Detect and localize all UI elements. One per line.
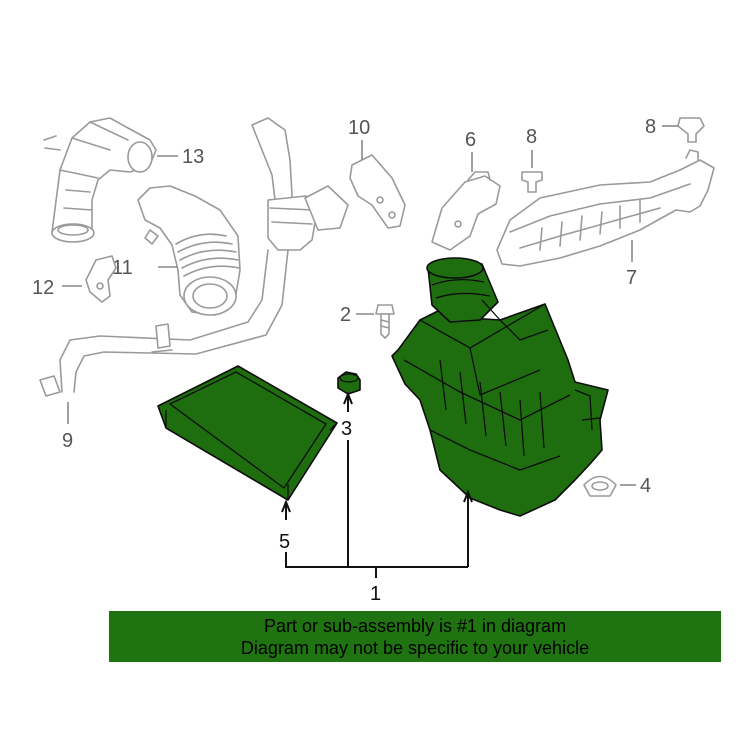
info-banner: Part or sub-assembly is #1 in diagram Di… bbox=[109, 611, 721, 662]
part-3-grommet bbox=[337, 371, 361, 395]
callout-6: 6 bbox=[465, 129, 476, 151]
arrow-5 bbox=[281, 499, 291, 513]
part-4-grommet bbox=[583, 475, 617, 497]
callout-13: 13 bbox=[182, 146, 204, 168]
part-13-outlet-duct bbox=[43, 117, 157, 243]
part-5-air-filter bbox=[157, 365, 338, 501]
callout-11: 11 bbox=[112, 257, 133, 279]
callout-5: 5 bbox=[279, 531, 290, 553]
callout-12: 12 bbox=[32, 277, 54, 299]
callout-8-a: 8 bbox=[526, 126, 537, 148]
callout-9: 9 bbox=[62, 430, 73, 452]
part-7-intake-duct bbox=[496, 149, 715, 267]
part-8-fastener-b bbox=[677, 117, 705, 143]
part-10-bracket bbox=[349, 154, 406, 229]
part-8-fastener-a bbox=[521, 171, 543, 193]
callout-2: 2 bbox=[340, 304, 351, 326]
part-2-bolt bbox=[375, 304, 395, 339]
bracket-line bbox=[285, 552, 468, 568]
part-1-air-box bbox=[391, 257, 609, 517]
arrow-3 bbox=[343, 391, 353, 405]
callout-7: 7 bbox=[626, 267, 637, 289]
part-12-bracket bbox=[85, 255, 117, 303]
arrow-1-box bbox=[463, 489, 473, 503]
callout-10: 10 bbox=[348, 117, 370, 139]
part-6-sensor bbox=[431, 171, 501, 251]
banner-line-2: Diagram may not be specific to your vehi… bbox=[240, 637, 590, 658]
part-9-intake-pipe bbox=[39, 117, 349, 397]
callout-3: 3 bbox=[341, 418, 352, 440]
part-11-bellows-hose bbox=[137, 185, 241, 316]
callout-4: 4 bbox=[640, 475, 651, 497]
callout-1: 1 bbox=[370, 583, 381, 605]
callout-8-b: 8 bbox=[645, 116, 656, 138]
banner-line-1: Part or sub-assembly is #1 in diagram bbox=[263, 615, 567, 636]
